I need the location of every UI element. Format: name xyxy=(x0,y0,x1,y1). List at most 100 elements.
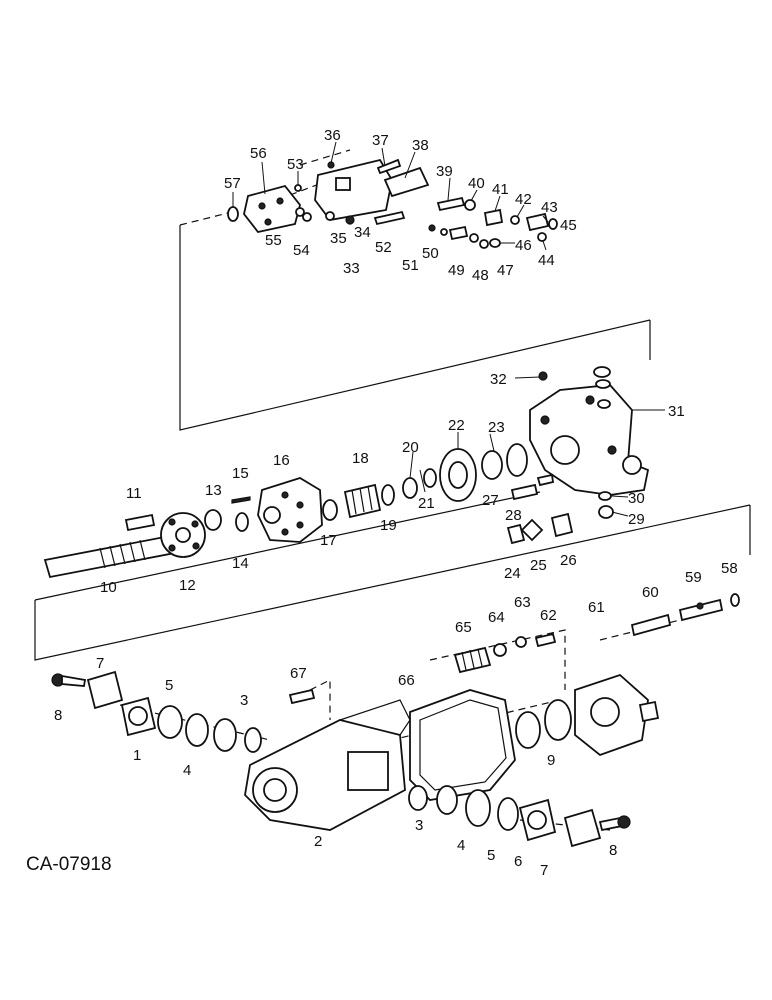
label-2: 2 xyxy=(314,833,322,850)
pin-27 xyxy=(510,483,539,501)
label-37: 37 xyxy=(372,132,389,149)
leader-lines xyxy=(232,141,665,517)
oring-46 xyxy=(489,238,501,248)
label-57: 57 xyxy=(224,175,241,192)
cylinder-block-16 xyxy=(257,477,323,543)
label-65: 65 xyxy=(455,619,472,636)
label-43: 43 xyxy=(541,199,558,216)
retainer-hole xyxy=(192,542,200,550)
label-1: 1 xyxy=(133,747,141,764)
retainer-hole xyxy=(168,518,176,526)
shaft-splines xyxy=(99,539,146,569)
bearing-cone-3b xyxy=(408,785,428,811)
label-50: 50 xyxy=(422,245,439,262)
label-36: 36 xyxy=(324,127,341,144)
label-5: 5 xyxy=(165,677,173,694)
swash-plate-bore xyxy=(590,697,620,727)
plug-29 xyxy=(598,505,614,519)
label-6: 6 xyxy=(514,853,522,870)
bearing-cone-23 xyxy=(481,450,503,480)
label-49: 49 xyxy=(448,262,465,279)
label-58: 58 xyxy=(721,560,738,577)
plug-47 xyxy=(479,239,489,249)
label-35: 35 xyxy=(330,230,347,247)
oring-57 xyxy=(227,206,239,222)
upper-frame-line xyxy=(179,225,651,431)
upper-dash-left xyxy=(179,211,233,226)
callout-labels: 1 2 3 3 4 4 5 5 6 7 7 8 8 9 10 11 12 13 … xyxy=(26,127,738,879)
main-housing-inner xyxy=(263,778,287,802)
label-3b: 3 xyxy=(415,817,423,834)
valve-plate-bore xyxy=(448,461,468,489)
bolt-37 xyxy=(376,158,402,175)
oring-58 xyxy=(730,593,740,607)
valve-body xyxy=(314,158,393,221)
main-housing-top xyxy=(339,699,411,736)
spring-26 xyxy=(550,512,574,538)
shim-25 xyxy=(520,518,544,542)
seat-64 xyxy=(493,643,507,657)
label-10: 10 xyxy=(100,579,117,596)
spring-dash-line xyxy=(429,629,566,690)
washer-42 xyxy=(510,215,520,225)
spring-coils xyxy=(351,485,373,515)
pin-28 xyxy=(536,473,555,487)
label-4b: 4 xyxy=(457,837,465,854)
rear-cover-assembly xyxy=(506,366,650,545)
spring-41 xyxy=(483,208,504,227)
plug-24 xyxy=(506,523,526,545)
label-64: 64 xyxy=(488,609,505,626)
plug-43 xyxy=(525,212,550,232)
label-16: 16 xyxy=(273,452,290,469)
label-66: 66 xyxy=(398,672,415,689)
ball-guide-13 xyxy=(204,509,222,531)
washer-17 xyxy=(322,499,338,521)
cylinder-bore xyxy=(296,501,304,509)
label-23: 23 xyxy=(488,419,505,436)
label-21: 21 xyxy=(418,495,435,512)
label-27: 27 xyxy=(482,492,499,509)
oring-5 xyxy=(157,705,183,739)
retainer-plate-hub xyxy=(175,527,191,543)
label-59: 59 xyxy=(685,569,702,586)
label-48: 48 xyxy=(472,267,489,284)
label-29: 29 xyxy=(628,511,645,528)
label-3: 3 xyxy=(240,692,248,709)
label-25: 25 xyxy=(530,557,547,574)
housing-hole xyxy=(540,415,550,425)
label-60: 60 xyxy=(642,584,659,601)
label-67: 67 xyxy=(290,665,307,682)
bearing-cup-23 xyxy=(506,443,528,477)
label-53: 53 xyxy=(287,156,304,173)
label-30: 30 xyxy=(628,490,645,507)
housing-boss xyxy=(622,455,642,475)
oring-top xyxy=(595,379,611,389)
rotating-group xyxy=(43,443,528,579)
label-20: 20 xyxy=(402,439,419,456)
label-33: 33 xyxy=(343,260,360,277)
shaft-59 xyxy=(678,598,724,622)
main-housing-window xyxy=(347,751,389,791)
label-32: 32 xyxy=(490,371,507,388)
label-56: 56 xyxy=(250,145,267,162)
washer-19 xyxy=(381,484,395,506)
ring-63 xyxy=(515,636,527,648)
spring-65-coils xyxy=(461,648,483,671)
label-38: 38 xyxy=(412,137,429,154)
bearing-21 xyxy=(423,468,437,488)
middle-frame-line xyxy=(34,504,751,661)
cover-7 xyxy=(86,670,124,710)
cover-bolt-hole xyxy=(258,202,266,210)
bearing-cup-4b xyxy=(436,785,458,815)
label-54: 54 xyxy=(293,242,310,259)
swash-plate-trunnion xyxy=(638,700,660,723)
seal-53 xyxy=(294,184,302,192)
label-39: 39 xyxy=(436,163,453,180)
sleeve-60 xyxy=(630,613,672,637)
cover-7b xyxy=(563,808,602,848)
bearing-cone-9 xyxy=(544,699,572,741)
label-44: 44 xyxy=(538,252,555,269)
fitting-dash-line xyxy=(309,679,331,720)
label-13: 13 xyxy=(205,482,222,499)
valve-spool-38 xyxy=(383,166,430,198)
